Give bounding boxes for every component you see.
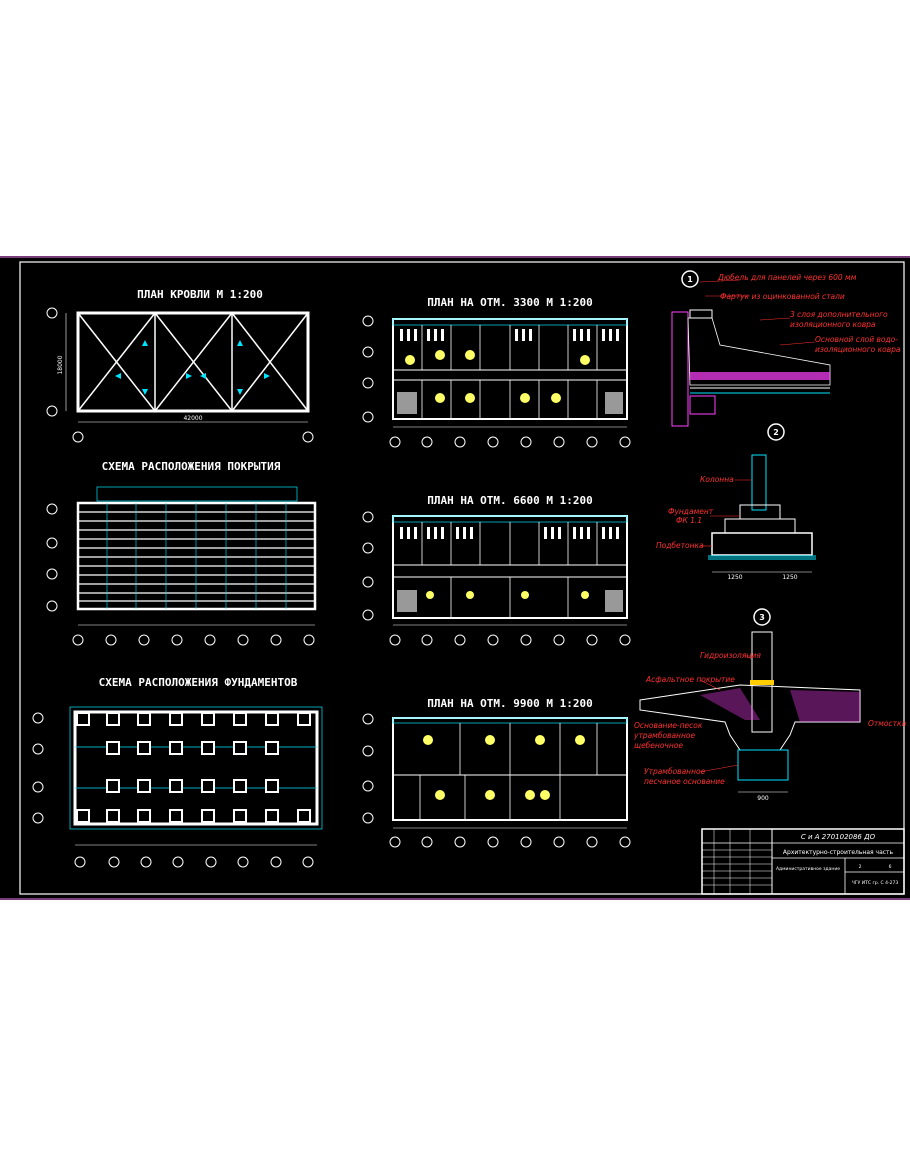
detail2-note-subconcrete: Подбетонка [656,541,704,550]
svg-text:2: 2 [773,428,779,437]
svg-text:1250: 1250 [727,574,742,581]
detail3-note-blind: Отмостка [868,719,907,728]
plan-6600-title: ПЛАН НА ОТМ. 6600 М 1:200 [427,494,593,507]
roof-plan: ПЛАН КРОВЛИ М 1:200 42000 18000 [46,288,314,443]
svg-text:1250: 1250 [782,574,797,581]
plan-9900: ПЛАН НА ОТМ. 9900 М 1:200 [362,697,631,848]
title-block-code: С и А 270102086 ДО [801,833,876,841]
drawing-sheet [0,256,910,900]
detail2-note-column: Колонна [700,475,734,484]
detail3-note-base-3: щебеночное [634,741,683,750]
plan-6600: ПЛАН НА ОТМ. 6600 М 1:200 [362,494,631,646]
detail-2: 2 1250 1250 Колонна Фундамент ФК 1.1 Под… [656,423,816,581]
detail1-note-main-1: Основной слой водо- [815,335,898,344]
roof-width-dim: 42000 [183,415,202,422]
detail1-note-dowel: Дюбель для панелей через 600 мм [717,273,857,282]
svg-text:3: 3 [759,613,765,622]
detail3-note-sand-1: Утрамбованное [644,767,706,776]
detail-3: 3 900 Гидроизоляция Асфальтное покрытие … [633,608,907,802]
roof-plan-title: ПЛАН КРОВЛИ М 1:200 [137,288,263,301]
cover-scheme-title: СХЕМА РАСПОЛОЖЕНИЯ ПОКРЫТИЯ [102,460,281,473]
drawing-frame [19,261,905,895]
detail3-note-sand-2: песчаное основание [644,777,725,786]
foundation-scheme: СХЕМА РАСПОЛОЖЕНИЯ ФУНДАМЕНТОВ [32,676,323,868]
svg-text:900: 900 [757,795,769,802]
plan-3300-title: ПЛАН НА ОТМ. 3300 М 1:200 [427,296,593,309]
foundation-scheme-title: СХЕМА РАСПОЛОЖЕНИЯ ФУНДАМЕНТОВ [99,676,298,689]
detail1-note-main-2: изоляционного ковра [815,345,901,354]
detail3-note-base-2: утрамбованное [633,731,695,740]
title-block: С и А 270102086 ДО Архитектурно-строител… [701,828,905,895]
detail-1: 1 Дюбель для панелей через 600 мм Фартук… [671,270,901,427]
title-block-sheet: 2 [859,864,862,870]
detail3-note-asphalt: Асфальтное покрытие [645,675,735,684]
plan-9900-title: ПЛАН НА ОТМ. 9900 М 1:200 [427,697,593,710]
svg-text:1: 1 [687,275,693,284]
title-block-sheets: 6 [889,864,892,870]
title-block-section: Архитектурно-строительная часть [783,849,894,856]
detail2-note-fk: ФК 1.1 [676,516,702,525]
detail1-note-layers-1: 3 слоя дополнительного [790,310,888,319]
detail1-note-layers-2: изоляционного ковра [790,320,876,329]
title-block-project: Административное здание [776,866,840,872]
roof-height-dim: 18000 [57,355,64,374]
plan-3300: ПЛАН НА ОТМ. 3300 М 1:200 [362,296,631,448]
detail3-note-hydro: Гидроизоляция [700,651,761,660]
cover-scheme: СХЕМА РАСПОЛОЖЕНИЯ ПОКРЫТИЯ [46,460,317,646]
detail1-note-apron: Фартук из оцинкованной стали [720,292,845,301]
detail2-note-foundation: Фундамент [668,507,714,516]
detail3-note-base-1: Основание-песок [634,721,703,730]
title-block-org: ЧГУ ИТС гр. С 4-273 [852,880,899,886]
